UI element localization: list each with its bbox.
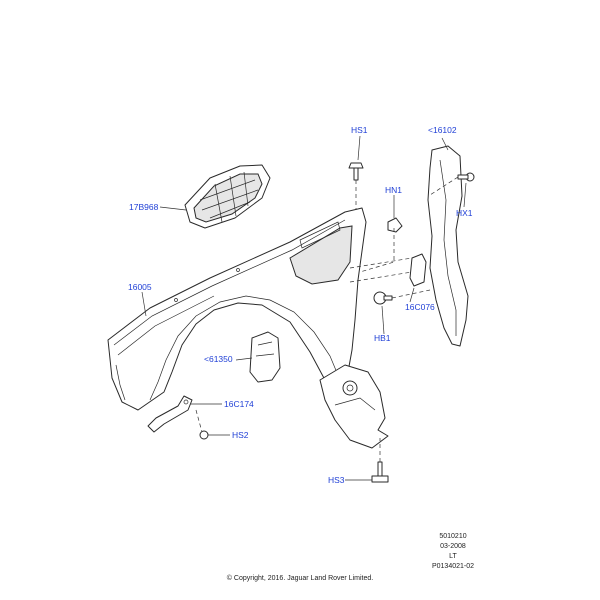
callout-hs1[interactable]: HS1 xyxy=(351,125,368,135)
bolt-hs3 xyxy=(371,461,389,483)
bracket-16C174 xyxy=(147,395,193,433)
callout-hs3[interactable]: HS3 xyxy=(328,475,345,485)
callout-16C174[interactable]: 16C174 xyxy=(224,399,254,409)
callout-16C076[interactable]: 16C076 xyxy=(405,302,435,312)
callout-hb1[interactable]: HB1 xyxy=(374,333,391,343)
drawing-number: 5010210 xyxy=(439,533,467,540)
drawing-id: P0134021-02 xyxy=(431,563,475,570)
callout-16005[interactable]: 16005 xyxy=(128,282,152,292)
callout-hn1[interactable]: HN1 xyxy=(385,185,402,195)
callout-hx1[interactable]: HX1 xyxy=(456,208,473,218)
bracket-16C076 xyxy=(409,253,427,287)
copyright-notice: © Copyright, 2016. Jaguar Land Rover Lim… xyxy=(226,575,374,582)
callout-16102[interactable]: <16102 xyxy=(428,125,457,135)
callout-labels: HS1 <16102 17B968 HN1 HX1 16005 16C076 H… xyxy=(128,125,473,485)
leader-lines xyxy=(141,135,467,481)
front-fender-16005 xyxy=(107,207,367,411)
reinforcement-16102 xyxy=(427,145,469,347)
bolt-hb1 xyxy=(373,291,393,305)
mud-flap-61350 xyxy=(249,331,281,383)
fender-liner-bracket xyxy=(319,364,389,449)
clip-hs2 xyxy=(199,430,209,440)
callout-hs2[interactable]: HS2 xyxy=(232,430,249,440)
drawing-reference-block: 5010210 03-2008 LT P0134021-02 xyxy=(418,532,488,572)
drawing-code: LT xyxy=(449,553,457,560)
assembly-lines xyxy=(195,176,459,462)
drawing-date: 03-2008 xyxy=(440,543,466,550)
callout-61350[interactable]: <61350 xyxy=(204,354,233,364)
side-vent-grille-17B968 xyxy=(184,164,271,229)
nut-hn1 xyxy=(387,217,403,233)
bolt-hs1 xyxy=(348,162,364,181)
callout-17B968[interactable]: 17B968 xyxy=(129,202,159,212)
